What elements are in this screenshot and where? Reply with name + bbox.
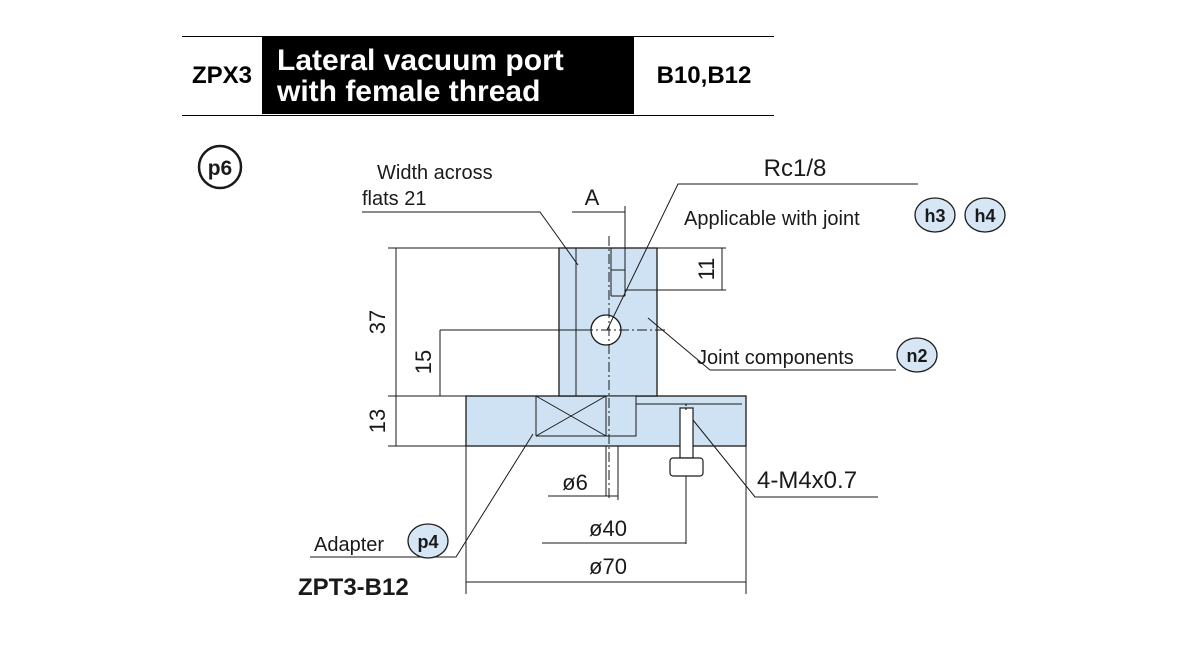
dim-dia-6: ø6: [562, 470, 588, 495]
title-box: Lateral vacuum port with female thread: [262, 37, 634, 114]
badge-n2: n2: [896, 337, 938, 373]
badge-p4: p4: [407, 523, 449, 559]
model-code: B10,B12: [656, 62, 752, 89]
leader-lines: [310, 183, 918, 558]
title-line-2: with female thread: [277, 75, 541, 108]
applicable-joint-label: Applicable with joint: [684, 208, 860, 230]
part-code-label: ZPT3-B12: [298, 574, 409, 601]
thread-label: Rc1/8: [764, 155, 827, 182]
badge-h3-label: h3: [924, 206, 945, 226]
width-across-label-2: flats 21: [362, 188, 426, 210]
dim-dia-40: ø40: [589, 516, 627, 541]
joint-components-label: Joint components: [697, 347, 854, 369]
section-a-label: A: [585, 185, 600, 210]
badge-n2-label: n2: [906, 346, 927, 366]
adapter-label: Adapter: [314, 534, 384, 556]
bolt: [669, 404, 704, 544]
dim-13: 13: [365, 409, 390, 433]
dimension-lines: [388, 206, 747, 594]
adapter-section: [535, 395, 607, 437]
badge-p6-label: p6: [208, 157, 233, 180]
width-across-label-1: Width across: [377, 162, 493, 184]
bolt-label: 4-M4x0.7: [757, 467, 857, 494]
badge-p6: p6: [197, 144, 243, 190]
center-lines: [583, 236, 665, 498]
post-internals: [575, 248, 626, 396]
base-notch: [605, 395, 742, 437]
badge-h4-label: h4: [974, 206, 995, 226]
dim-11: 11: [694, 258, 719, 281]
dim-dia-70: ø70: [589, 554, 627, 579]
dim-15: 15: [411, 350, 436, 374]
badge-h4: h4: [964, 197, 1006, 233]
badge-p4-label: p4: [417, 532, 438, 552]
title-line-1: Lateral vacuum port: [277, 44, 564, 77]
series-code: ZPX3: [191, 62, 253, 89]
dim-37: 37: [365, 310, 390, 334]
title-banner: ZPX3 Lateral vacuum port with female thr…: [182, 36, 774, 116]
badge-h3: h3: [914, 197, 956, 233]
